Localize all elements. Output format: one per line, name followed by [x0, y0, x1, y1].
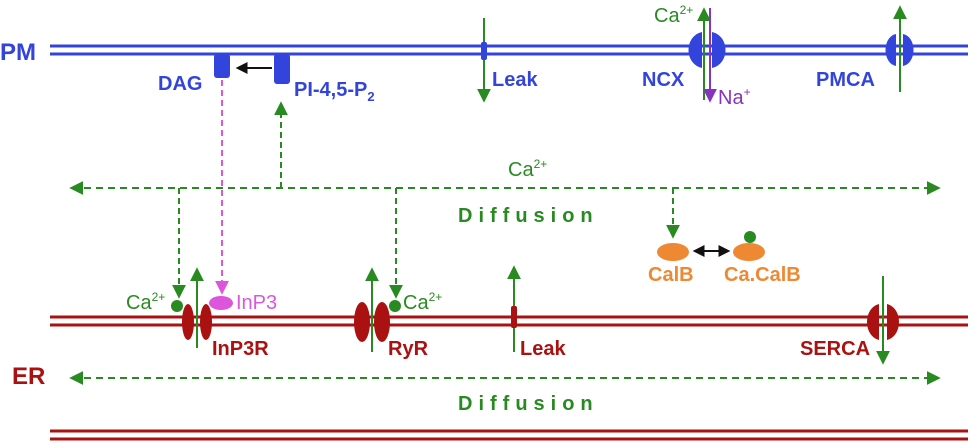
dag-marker	[214, 54, 230, 78]
inp3r-channel	[182, 304, 212, 340]
cacalb-label: Ca.CalB	[724, 264, 801, 286]
serca-pump	[867, 304, 899, 340]
pm-leak-channel	[481, 42, 487, 60]
er-leak-label: Leak	[520, 338, 566, 360]
pip2-marker	[274, 54, 290, 84]
dag-label: DAG	[158, 73, 202, 95]
ryr-calcium-dot	[389, 300, 401, 312]
ryr-label: RyR	[388, 338, 429, 360]
plasma-membrane	[50, 44, 968, 56]
cytosol-diffusion-label: Diffusion	[458, 205, 599, 227]
inp3-molecule	[209, 296, 233, 310]
serca-label: SERCA	[800, 338, 870, 360]
calb-molecule	[657, 243, 689, 261]
pmca-label: PMCA	[816, 69, 875, 91]
pm-label: PM	[0, 39, 36, 66]
inp3-label: InP3	[236, 292, 277, 314]
pm-leak-label: Leak	[492, 69, 538, 91]
ncx-exchanger	[688, 32, 726, 68]
cacalb-calcium-dot	[744, 231, 756, 243]
pmca-pump	[885, 34, 914, 66]
er-leak-channel	[511, 306, 517, 328]
er-membrane-bottom	[50, 429, 968, 441]
ryr-channel	[354, 302, 390, 342]
ncx-sodium-label: Na+	[718, 85, 751, 109]
er-label: ER	[12, 363, 45, 390]
pip2-label: PI-4,5-P2	[294, 79, 375, 104]
inp3r-calcium-dot	[171, 300, 183, 312]
cacalb-molecule	[733, 243, 765, 261]
cytosol-calcium-label: Ca2+	[508, 157, 547, 181]
ncx-label: NCX	[642, 69, 685, 91]
inp3r-label: InP3R	[212, 338, 269, 360]
inp3r-calcium-label: Ca2+	[126, 290, 165, 314]
calb-label: CalB	[648, 264, 694, 286]
ryr-calcium-label: Ca2+	[403, 290, 442, 314]
er-diffusion-label: Diffusion	[458, 393, 599, 415]
ncx-calcium-label: Ca2+	[654, 3, 693, 27]
